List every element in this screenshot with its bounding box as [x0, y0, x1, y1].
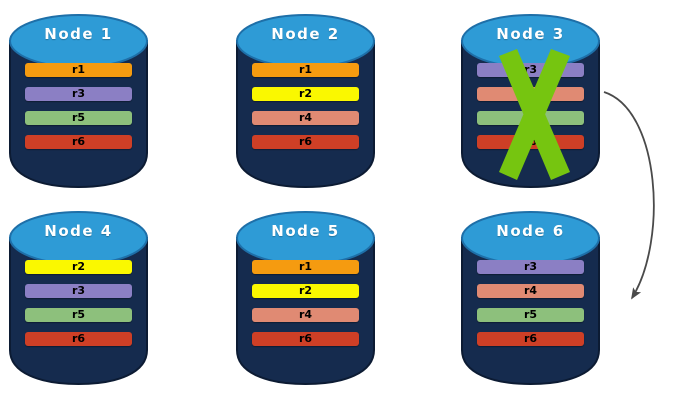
replica-bar[interactable]: r1 [252, 63, 359, 77]
replica-bar[interactable]: r6 [477, 135, 584, 149]
replica-bar[interactable]: r5 [25, 308, 132, 322]
replica-bar-list: r3 r4 r5 r6 [460, 205, 601, 386]
replica-bar[interactable]: r5 [25, 111, 132, 125]
replica-bar-list: r1 r3 r5 r6 [8, 8, 149, 189]
replica-bar[interactable]: r2 [25, 260, 132, 274]
replica-bar[interactable]: r2 [252, 284, 359, 298]
replica-bar[interactable]: r6 [25, 135, 132, 149]
replica-bar[interactable]: r5 [477, 308, 584, 322]
replica-bar[interactable]: r2 [252, 87, 359, 101]
replica-bar[interactable]: r6 [252, 332, 359, 346]
replica-bar[interactable]: r4 [477, 87, 584, 101]
replica-bar[interactable]: r3 [477, 260, 584, 274]
replica-bar[interactable]: r3 [25, 87, 132, 101]
replica-bar[interactable]: r4 [252, 308, 359, 322]
replica-bar-list: r1 r2 r4 r6 [235, 205, 376, 386]
replica-bar[interactable]: r6 [25, 332, 132, 346]
replica-bar[interactable]: r6 [477, 332, 584, 346]
replica-bar[interactable]: r3 [477, 63, 584, 77]
replica-bar[interactable]: r4 [252, 111, 359, 125]
replica-bar[interactable]: r1 [25, 63, 132, 77]
replica-bar[interactable]: r6 [252, 135, 359, 149]
replica-bar-list: r2 r3 r5 r6 [8, 205, 149, 386]
replica-bar[interactable]: r5 [477, 111, 584, 125]
replica-bar[interactable]: r3 [25, 284, 132, 298]
replica-bar-list: r1 r2 r4 r6 [235, 8, 376, 189]
replica-bar[interactable]: r1 [252, 260, 359, 274]
replica-bar[interactable]: r4 [477, 284, 584, 298]
migration-arrow [603, 91, 655, 300]
replica-bar-list: r3 r4 r5 r6 [460, 8, 601, 189]
